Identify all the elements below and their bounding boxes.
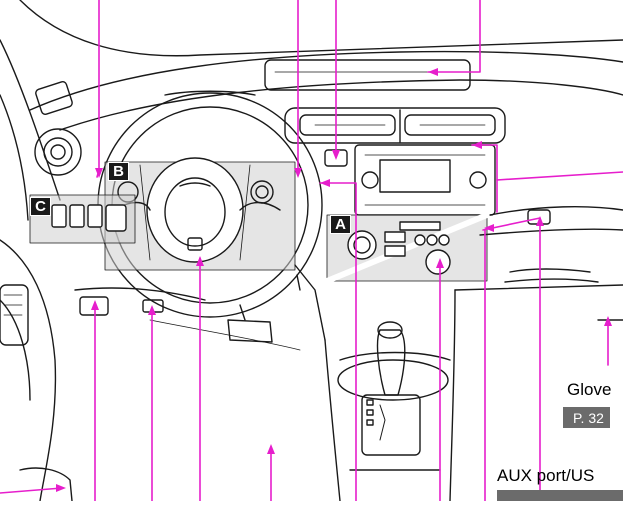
climate-dial: [425, 249, 451, 275]
dashboard-upper: [59, 79, 623, 131]
side-vent-top: [35, 81, 73, 115]
center-vents: [284, 107, 506, 144]
center-console: [324, 339, 341, 502]
multi-display: [264, 59, 471, 91]
hood-release: [79, 296, 109, 316]
glove-box-page-ref[interactable]: P. 32: [563, 407, 610, 428]
door-switch: [0, 284, 29, 346]
shift-lever: [376, 329, 406, 396]
passenger-dash: [489, 206, 623, 216]
door-panel: [0, 239, 57, 502]
glove-box-handle: [509, 268, 591, 273]
aux-port-label: AUX port/US: [497, 466, 595, 485]
audio-unit: [354, 144, 496, 216]
left-vent: [34, 128, 82, 176]
glove-box-label: Glove: [567, 380, 612, 399]
dashboard-top: [29, 50, 623, 111]
section-tag-b: B: [108, 162, 129, 181]
aux-port-page-box: [497, 490, 623, 501]
steering-hub: [146, 157, 244, 263]
lower-dash-left: [74, 287, 206, 301]
windshield-edge: [19, 0, 623, 57]
a-pillar: [0, 39, 61, 201]
brake-pedal: [227, 319, 273, 343]
section-tag-c: C: [30, 197, 51, 216]
section-tag-a: A: [330, 215, 351, 234]
callout-arrowheads: [56, 68, 612, 492]
